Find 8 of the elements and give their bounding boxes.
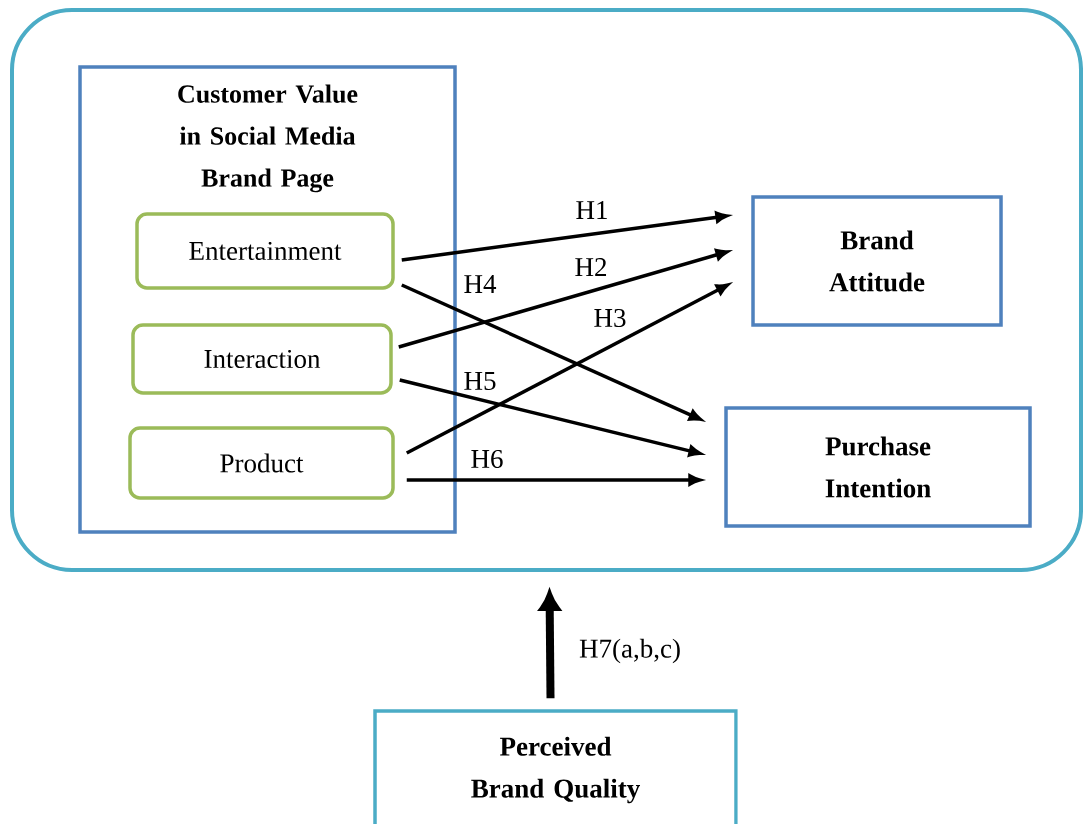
rounded-box: Entertainment [135, 212, 395, 290]
model-frame [10, 8, 1083, 572]
edge-label: H7(a,b,c) [578, 637, 682, 665]
rounded-box: Product [128, 426, 395, 500]
construct-box: Purchase Intention [724, 406, 1032, 528]
construct-box: Brand Attitude [751, 195, 1003, 327]
rounded-box: Interaction [131, 323, 393, 395]
construct-box: Perceived Brand Quality [373, 709, 738, 824]
